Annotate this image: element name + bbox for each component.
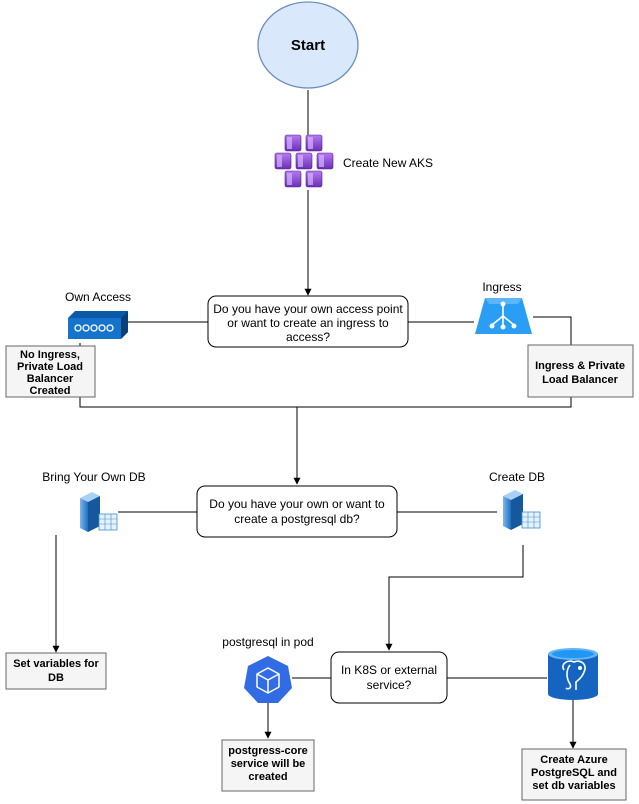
pg-core-box: postgress-core service will be created	[221, 739, 315, 792]
edge-ingress-right	[533, 316, 572, 345]
ingress-lb-box: Ingress & Private Load Balancer	[527, 344, 634, 398]
database-server-icon	[80, 492, 118, 532]
azure-pg-box: Create Azure PostgreSQL and set db varia…	[521, 748, 627, 801]
access-decision-line-2: or want to create an ingress to	[227, 316, 389, 330]
no-ingress-line-2: Private Load	[17, 361, 83, 373]
ingress-lb-line-1: Ingress & Private	[535, 360, 625, 372]
k8s-decision-line-2: service?	[367, 678, 412, 692]
access-decision-box	[207, 295, 409, 348]
ingress-icon	[475, 298, 532, 334]
azure-pg-line-1: Create Azure	[540, 754, 607, 766]
ingress-label: Ingress	[482, 280, 521, 294]
db-decision-line-2: create a postgresql db?	[234, 512, 360, 526]
connectors	[52, 90, 577, 749]
pg-core-line-3: created	[248, 771, 287, 783]
network-appliance-icon	[68, 311, 128, 339]
set-vars-box: Set variables for DB	[5, 652, 107, 690]
pg-core-line-2: service will be	[231, 758, 306, 770]
edge-noingress-loop	[79, 397, 572, 408]
k8s-decision: In K8S or external service?	[330, 651, 448, 704]
no-ingress-line-4: Created	[30, 385, 71, 397]
set-vars-line-2: DB	[48, 672, 64, 684]
create-db-label: Create DB	[489, 470, 545, 484]
kubernetes-icon	[244, 656, 292, 703]
azure-postgresql-icon	[548, 648, 598, 700]
pg-core-rect	[221, 739, 315, 792]
edge-createdb-k8s	[385, 545, 524, 651]
pg-pod-label: postgresql in pod	[222, 635, 313, 649]
set-vars-rect	[5, 652, 107, 690]
aks-cluster-icon	[274, 134, 334, 188]
no-ingress-rect	[5, 345, 96, 398]
azure-pg-rect	[521, 748, 627, 801]
db-decision-line-1: Do you have your own or want to	[209, 497, 385, 511]
db-decision: Do you have your own or want to create a…	[196, 485, 398, 538]
no-ingress-line-1: No Ingress,	[20, 349, 80, 361]
azure-pg-line-2: PostgreSQL and	[531, 767, 617, 779]
no-ingress-line-3: Balancer	[27, 373, 74, 385]
start-node: Start	[257, 1, 359, 89]
no-ingress-box: No Ingress, Private Load Balancer Create…	[5, 345, 96, 398]
k8s-decision-line-1: In K8S or external	[341, 663, 437, 677]
start-ellipse	[257, 1, 359, 89]
ingress-lb-line-2: Load Balancer	[542, 374, 619, 386]
access-decision-line-3: access?	[286, 330, 330, 344]
access-decision: Do you have your own access point or wan…	[207, 295, 409, 348]
start-label: Start	[291, 37, 325, 54]
aks-label: Create New AKS	[343, 156, 433, 170]
own-access-label: Own Access	[65, 290, 131, 304]
create-db-server-icon	[503, 490, 541, 530]
k8s-decision-box	[330, 651, 448, 704]
byo-db-label: Bring Your Own DB	[42, 470, 145, 484]
azure-pg-line-3: set db variables	[532, 780, 615, 792]
pg-core-line-1: postgress-core	[228, 745, 307, 757]
access-decision-line-1: Do you have your own access point	[213, 302, 403, 316]
set-vars-line-1: Set variables for	[13, 658, 99, 670]
db-decision-box	[196, 485, 398, 538]
ingress-lb-rect	[527, 344, 634, 398]
